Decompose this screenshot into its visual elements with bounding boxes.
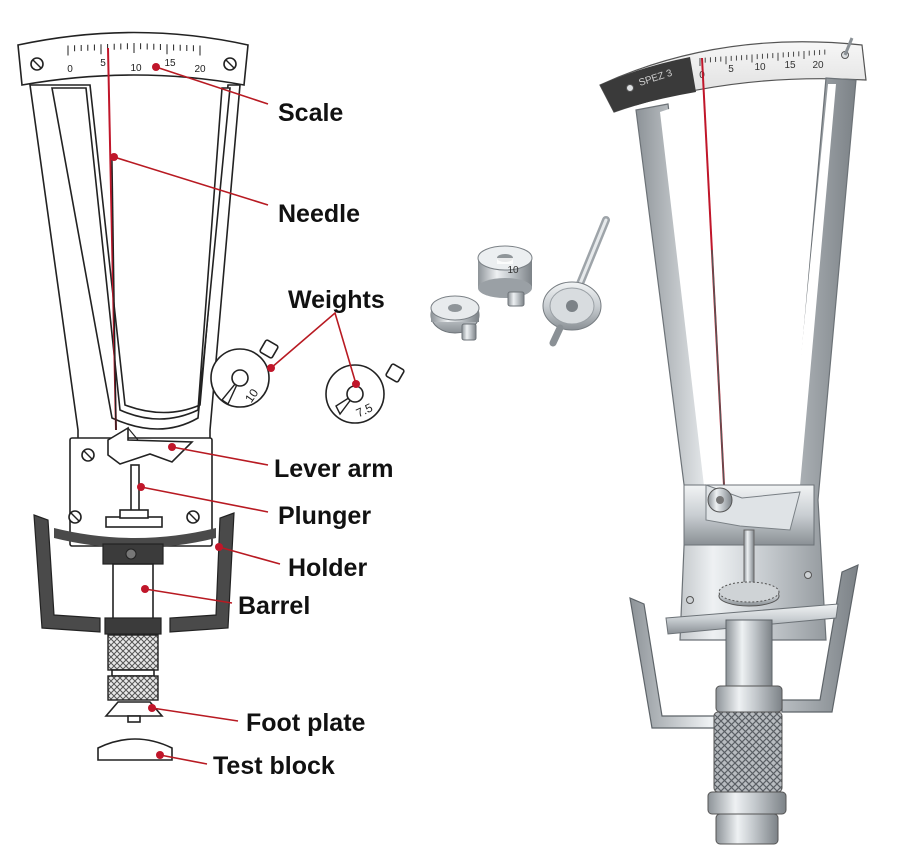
weight-left: 10 xyxy=(210,339,279,408)
photo-weight-on-rod xyxy=(542,216,610,347)
weights-photo: 10 xyxy=(430,216,610,347)
scale-tick-label: 10 xyxy=(130,63,142,74)
scale-tick-label: 15 xyxy=(164,58,176,69)
leader-lines xyxy=(110,63,360,765)
label-test-block: Test block xyxy=(213,752,335,780)
photo-weight-small xyxy=(430,295,480,341)
part-labels: Scale Needle Weights Lever arm Plunger H… xyxy=(213,99,394,780)
label-scale: Scale xyxy=(278,99,343,127)
barrel-knurl-upper xyxy=(107,634,159,671)
scale-tick-marks xyxy=(67,43,201,56)
photo-scale-tick-marks xyxy=(699,49,826,66)
photo-barrel-knurl xyxy=(713,711,783,793)
weight-right: 7.5 xyxy=(325,363,405,424)
label-weights: Weights xyxy=(288,286,385,314)
photo-weight-medium: 10 xyxy=(477,245,533,307)
scale-tick-label: 0 xyxy=(67,64,73,75)
label-needle: Needle xyxy=(278,200,360,228)
holder xyxy=(33,512,235,633)
photo-scale-tick-label: 10 xyxy=(754,62,766,73)
tonometer-line-drawing: 0 5 10 15 20 xyxy=(17,31,405,780)
barrel-knurl-lower xyxy=(107,675,159,701)
label-barrel: Barrel xyxy=(238,592,310,620)
tonometer-photo: SPEZ 3 0 5 10 15 20 xyxy=(599,37,867,845)
photo-weight-value: 10 xyxy=(507,265,519,276)
label-foot-plate: Foot plate xyxy=(246,709,366,737)
label-lever-arm: Lever arm xyxy=(274,455,394,483)
foot-plate xyxy=(104,701,164,717)
photo-scale-tick-label: 5 xyxy=(728,64,734,75)
label-plunger: Plunger xyxy=(278,502,371,530)
scale-tick-labels: 0 5 10 15 20 xyxy=(67,58,206,75)
scale-tick-label: 5 xyxy=(100,58,106,69)
photo-scale-tick-label: 20 xyxy=(812,60,824,71)
weight-right-value: 7.5 xyxy=(354,400,375,420)
label-holder: Holder xyxy=(288,554,367,582)
scale-plate xyxy=(17,31,249,86)
test-block xyxy=(97,738,173,761)
photo-scale-tick-label: 15 xyxy=(784,60,796,71)
scale-tick-label: 20 xyxy=(194,64,206,75)
photo-barrel xyxy=(725,619,773,691)
lever-arm xyxy=(107,426,194,465)
